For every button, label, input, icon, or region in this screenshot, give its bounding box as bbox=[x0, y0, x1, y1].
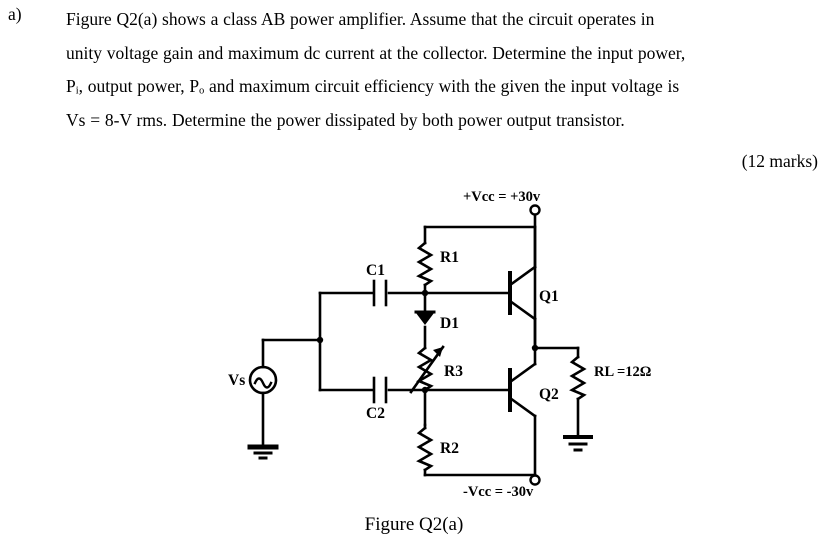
vcc-neg-terminal bbox=[529, 474, 541, 486]
label-vcc-negative: -Vcc = -30v bbox=[463, 484, 534, 500]
circuit-figure: +Vcc = +30v -Vcc = -30v R1 R2 R3 RL =12Ω… bbox=[0, 185, 828, 551]
q1-emitter-slant bbox=[508, 299, 537, 321]
question-marker: a) bbox=[8, 4, 22, 24]
question-text: Figure Q2(a) shows a class AB power ampl… bbox=[66, 3, 822, 137]
junction-c1-node bbox=[421, 289, 429, 297]
label-vcc-positive: +Vcc = +30v bbox=[463, 189, 541, 205]
question-line-4: Vs = 8-V rms. Determine the power dissip… bbox=[66, 109, 625, 130]
vs-sine-glyph bbox=[253, 377, 273, 389]
label-r1: R1 bbox=[440, 249, 459, 266]
question-line-2: unity voltage gain and maximum dc curren… bbox=[66, 42, 686, 63]
vcc-pos-terminal bbox=[529, 204, 541, 216]
label-q2: Q2 bbox=[539, 386, 559, 403]
label-vs: Vs bbox=[228, 372, 245, 389]
label-d1: D1 bbox=[440, 315, 459, 332]
label-r2: R2 bbox=[440, 440, 459, 457]
junction-output-node bbox=[531, 344, 539, 352]
junction-c2-node bbox=[421, 386, 429, 394]
r1-resistor-body bbox=[416, 241, 434, 287]
rl-resistor-body bbox=[569, 355, 587, 401]
r2-resistor-body bbox=[416, 426, 434, 472]
q2-collector-slant bbox=[508, 362, 537, 384]
r3-variable-arrow-head bbox=[433, 347, 443, 357]
d1-diode-triangle bbox=[416, 313, 434, 325]
label-c1: C1 bbox=[366, 262, 385, 279]
figure-caption: Figure Q2(a) bbox=[364, 514, 464, 535]
vs-source-circle bbox=[248, 365, 278, 395]
question-block: a) Figure Q2(a) shows a class AB power a… bbox=[0, 0, 828, 185]
label-q1: Q1 bbox=[539, 288, 559, 305]
label-r3: R3 bbox=[444, 363, 463, 380]
q1-collector-slant bbox=[508, 265, 537, 287]
question-line-3: Pᵢ, output power, Pₒ and maximum circuit… bbox=[66, 76, 680, 96]
q2-emitter-slant bbox=[508, 396, 537, 418]
marks-allocation: (12 marks) bbox=[741, 151, 818, 171]
r3-resistor-body bbox=[416, 346, 434, 392]
circuit-diagram-svg: +Vcc = +30v -Vcc = -30v R1 R2 R3 RL =12Ω… bbox=[228, 189, 651, 500]
label-rl: RL =12Ω bbox=[594, 364, 651, 380]
junction-source-tap bbox=[316, 336, 324, 344]
question-line-1: Figure Q2(a) shows a class AB power ampl… bbox=[66, 9, 655, 29]
label-c2: C2 bbox=[366, 405, 385, 422]
